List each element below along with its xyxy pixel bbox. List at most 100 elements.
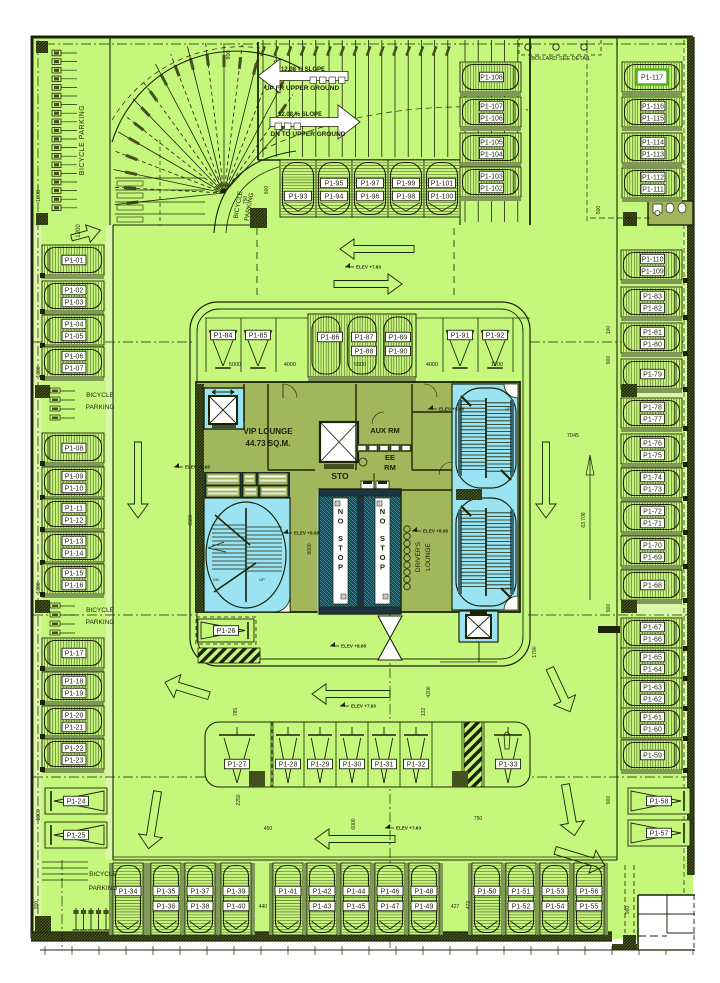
svg-text:P1-01: P1-01 (65, 258, 84, 265)
svg-text:P1-66: P1-66 (643, 637, 662, 644)
svg-text:P1-26: P1-26 (217, 628, 236, 635)
svg-text:2250: 2250 (236, 794, 242, 805)
svg-text:P1-52: P1-52 (512, 904, 531, 911)
svg-text:132: 132 (421, 708, 427, 717)
svg-text:P1-34: P1-34 (119, 889, 138, 896)
svg-text:P1-18: P1-18 (65, 679, 84, 686)
svg-text:P: P (380, 563, 385, 572)
svg-text:P1-56: P1-56 (580, 889, 599, 896)
svg-text:P1-09: P1-09 (65, 474, 84, 481)
svg-text:P1-06: P1-06 (65, 354, 84, 361)
svg-text:P1-100: P1-100 (431, 194, 454, 201)
svg-text:P1-73: P1-73 (643, 487, 662, 494)
svg-text:STO: STO (331, 471, 349, 481)
svg-text:T: T (380, 544, 385, 553)
svg-text:P1-41: P1-41 (279, 889, 298, 896)
svg-text:450: 450 (264, 826, 273, 832)
svg-text:P: P (338, 563, 343, 572)
svg-text:DN: DN (213, 577, 219, 582)
svg-text:900: 900 (606, 356, 612, 365)
svg-text:P1-29: P1-29 (311, 762, 330, 769)
svg-text:8000: 8000 (307, 543, 313, 554)
svg-text:63.708: 63.708 (581, 512, 587, 528)
svg-text:900: 900 (34, 901, 40, 910)
svg-text:P1-40: P1-40 (227, 904, 246, 911)
svg-text:P1-85: P1-85 (249, 333, 268, 340)
svg-text:P1-49: P1-49 (415, 904, 434, 911)
svg-text:P1-104: P1-104 (480, 152, 503, 159)
svg-text:ELEV +7.93: ELEV +7.93 (356, 265, 381, 270)
svg-text:P1-16: P1-16 (65, 583, 84, 590)
svg-text:P1-53: P1-53 (546, 889, 565, 896)
svg-text:P1-03: P1-03 (65, 300, 84, 307)
svg-text:P1-71: P1-71 (643, 521, 662, 528)
svg-text:1000: 1000 (36, 809, 42, 820)
svg-text:P1-42: P1-42 (313, 889, 332, 896)
svg-text:P1-58: P1-58 (650, 799, 669, 806)
svg-text:P1-84: P1-84 (214, 333, 233, 340)
svg-text:500: 500 (596, 206, 602, 215)
svg-text:PARKING: PARKING (244, 192, 256, 222)
svg-text:P1-19: P1-19 (65, 691, 84, 698)
svg-text:P1-33: P1-33 (499, 762, 518, 769)
svg-text:750: 750 (243, 196, 249, 205)
svg-text:473: 473 (466, 901, 472, 910)
svg-text:P1-07: P1-07 (65, 366, 84, 373)
svg-text:P1-70: P1-70 (643, 543, 662, 550)
svg-text:T: T (338, 544, 343, 553)
svg-text:427: 427 (451, 904, 460, 910)
svg-text:900: 900 (226, 50, 232, 59)
svg-text:P1-63: P1-63 (643, 685, 662, 692)
svg-text:P1-61: P1-61 (643, 715, 662, 722)
svg-text:P1-21: P1-21 (65, 725, 84, 732)
svg-text:P1-23: P1-23 (65, 758, 84, 765)
svg-text:UP: UP (259, 577, 265, 582)
svg-text:P1-64: P1-64 (643, 667, 662, 674)
svg-text:4000: 4000 (426, 362, 438, 368)
svg-text:ELEV +8.08: ELEV +8.08 (341, 644, 366, 649)
svg-text:DN TO UPPER GROUND: DN TO UPPER GROUND (271, 131, 346, 138)
svg-text:P1-11: P1-11 (65, 506, 83, 513)
svg-text:P1-79: P1-79 (643, 372, 662, 379)
svg-text:P1-02: P1-02 (65, 288, 84, 295)
svg-text:P1-103: P1-103 (480, 174, 503, 181)
svg-text:P1-36: P1-36 (157, 904, 176, 911)
svg-text:1000: 1000 (36, 366, 42, 377)
svg-text:P1-93: P1-93 (289, 194, 308, 201)
svg-text:EE: EE (385, 453, 395, 462)
svg-text:P1-39: P1-39 (227, 889, 246, 896)
svg-text:P1-116: P1-116 (642, 104, 664, 111)
svg-text:P1-109: P1-109 (641, 269, 664, 276)
svg-text:600: 600 (264, 186, 270, 195)
svg-text:P1-28: P1-28 (279, 762, 298, 769)
svg-text:O: O (338, 517, 344, 526)
svg-text:6500: 6500 (188, 514, 194, 525)
svg-text:P1-106: P1-106 (480, 116, 503, 123)
svg-text:900: 900 (606, 604, 612, 613)
svg-text:P1-04: P1-04 (65, 322, 84, 329)
svg-text:1200: 1200 (76, 224, 82, 238)
svg-text:P1-88: P1-88 (355, 349, 374, 356)
svg-text:P1-87: P1-87 (355, 335, 374, 342)
svg-text:440: 440 (259, 904, 268, 910)
svg-text:UP: UP (505, 406, 511, 411)
svg-text:O: O (338, 553, 344, 562)
svg-text:P1-77: P1-77 (643, 417, 662, 424)
svg-text:BOLLARD SEE DETAIL: BOLLARD SEE DETAIL (531, 56, 591, 62)
svg-text:P1-27: P1-27 (228, 762, 247, 769)
svg-text:S: S (380, 534, 385, 543)
svg-text:ELEV +8.08: ELEV +8.08 (439, 407, 464, 412)
svg-text:P1-50: P1-50 (478, 889, 497, 896)
svg-text:P1-55: P1-55 (580, 904, 599, 911)
svg-text:PARKING: PARKING (86, 404, 115, 411)
svg-text:N: N (338, 507, 343, 516)
svg-text:7045: 7045 (567, 433, 579, 439)
svg-text:1200: 1200 (491, 362, 503, 368)
svg-text:P1-94: P1-94 (325, 194, 344, 201)
svg-text:UP FR UPPER GROUND: UP FR UPPER GROUND (265, 85, 340, 92)
svg-text:1000: 1000 (36, 190, 42, 202)
svg-text:100: 100 (606, 326, 612, 335)
svg-text:P1-92: P1-92 (486, 333, 505, 340)
svg-text:P1-105: P1-105 (480, 140, 503, 147)
svg-text:P1-59: P1-59 (643, 753, 662, 760)
